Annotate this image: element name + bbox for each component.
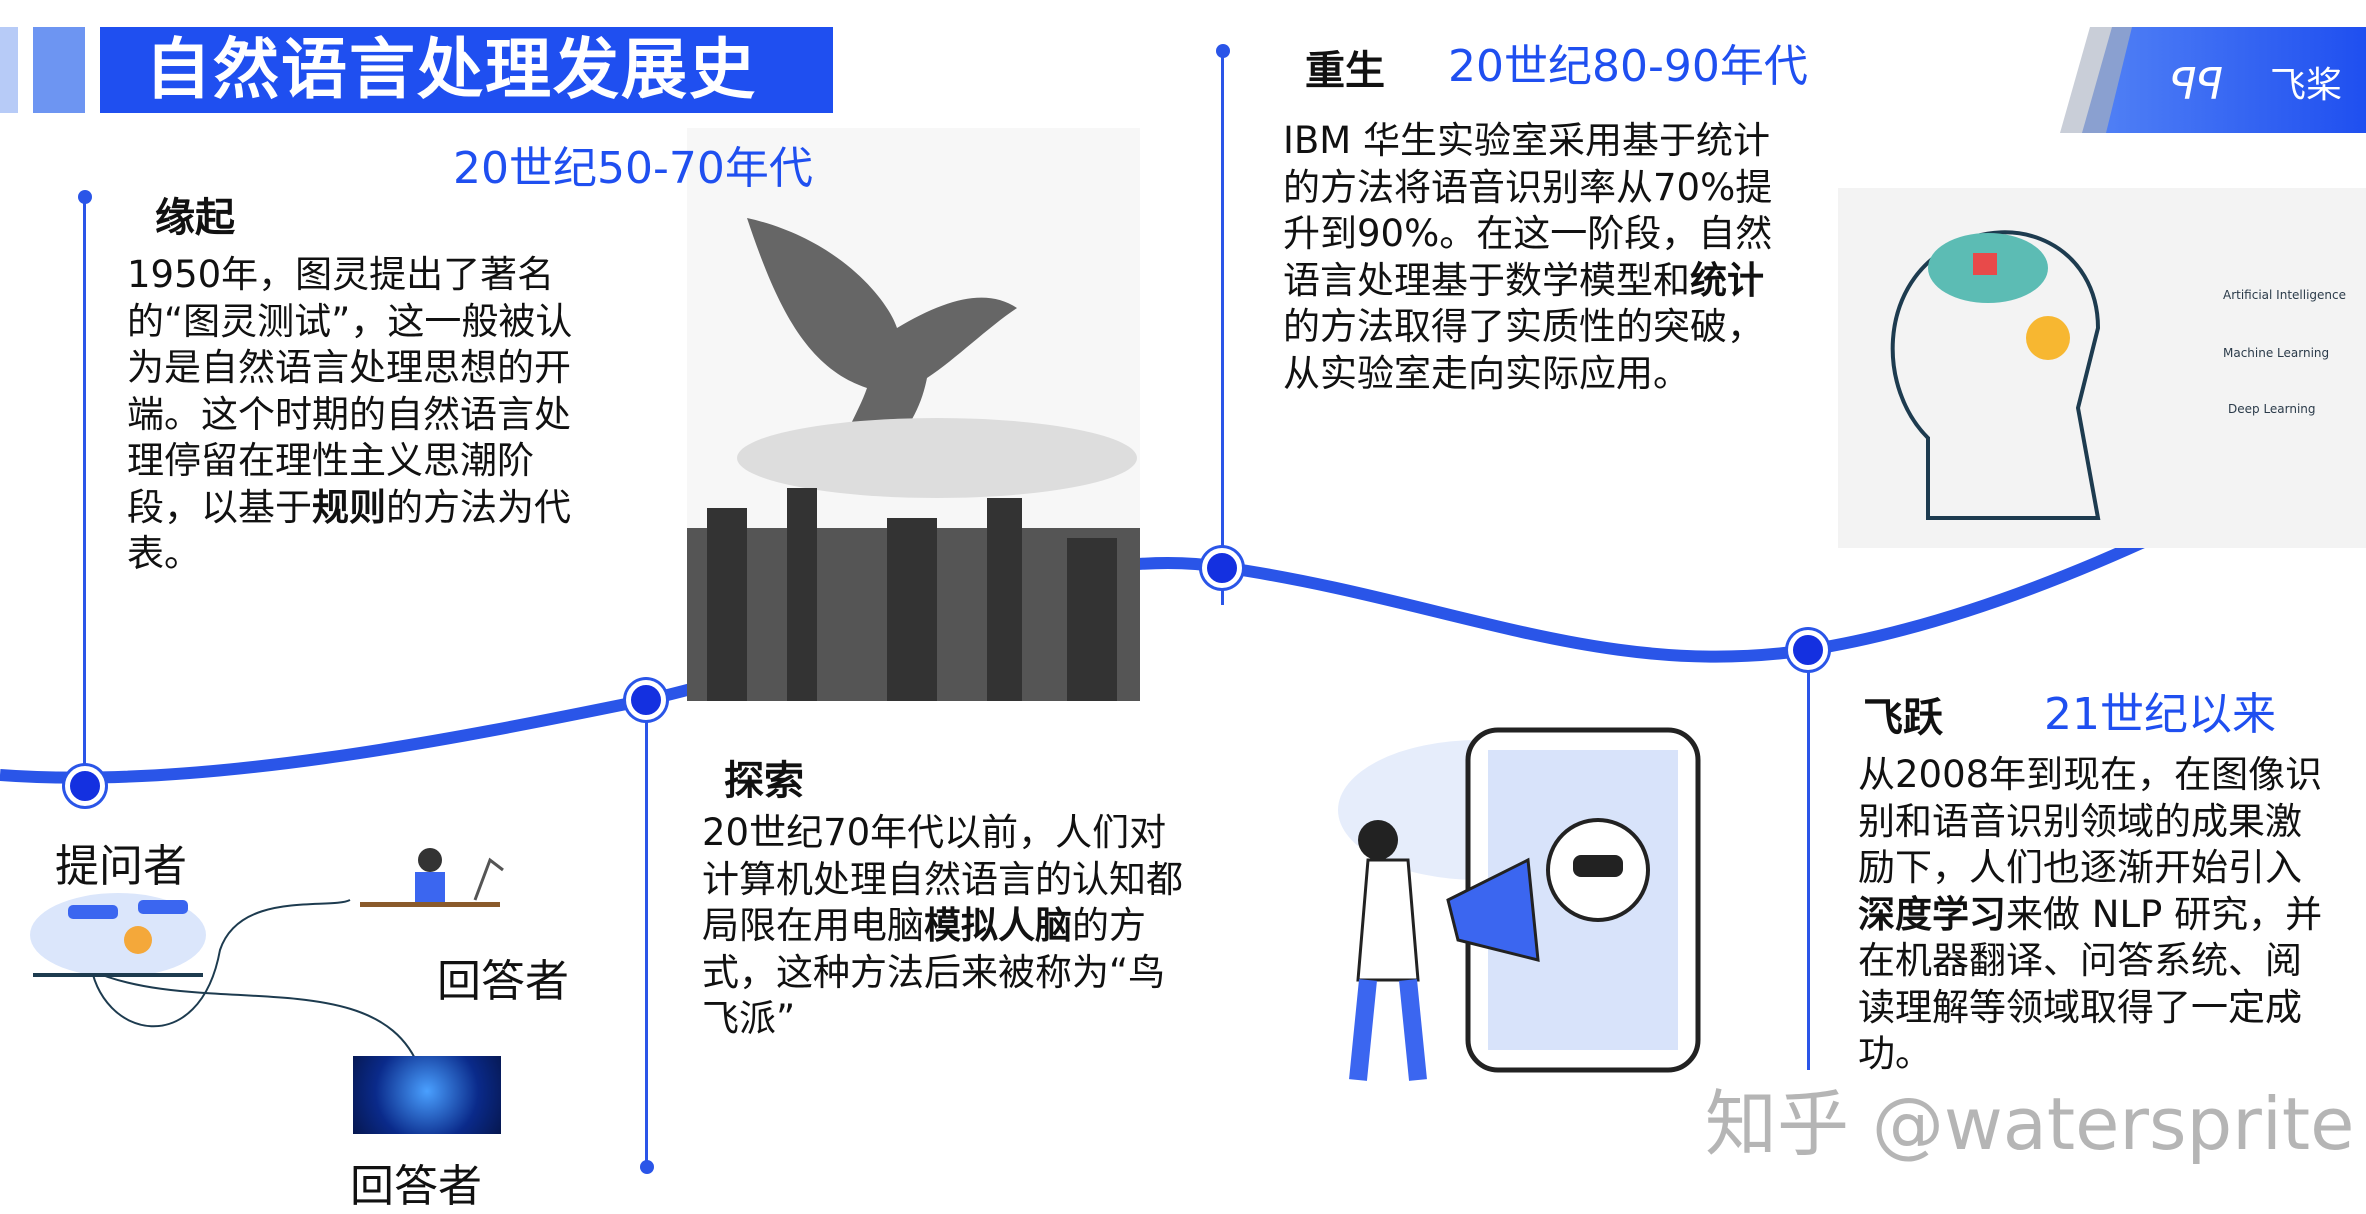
answerer-ai-illustration: [353, 1056, 501, 1134]
stem-dot: [640, 1160, 654, 1174]
period-label: 20世纪50-70年代: [453, 143, 813, 194]
paddle-logo: ꟼꟼ 飞桨: [2060, 27, 2366, 133]
stage-description: IBM 华生实验室采用基于统计的方法将语音识别率从70%提升到90%。在这一阶段…: [1283, 119, 1773, 395]
bird-city-illustration: [687, 128, 1140, 701]
answerer-label: 回答者: [437, 956, 569, 1007]
svg-text:ꟼꟼ: ꟼꟼ: [2170, 59, 2223, 110]
timeline-stem: [1807, 650, 1810, 1070]
asker-illustration: [30, 893, 206, 977]
page-title: 自然语言处理发展史: [100, 27, 833, 113]
answerer-desk-illustration: [360, 848, 504, 907]
dl-label: Deep Learning: [2228, 402, 2316, 416]
period-label: 21世纪以来: [2044, 689, 2276, 740]
asker-label: 提问者: [55, 841, 187, 892]
stem-dot: [1216, 44, 1230, 58]
title-accent-bar: [33, 27, 85, 113]
stage-heading: 缘起: [155, 195, 235, 241]
stage-heading: 探索: [724, 758, 804, 804]
stage-heading: 飞跃: [1863, 695, 1943, 741]
timeline-stem: [83, 196, 86, 786]
logo-text: 飞桨: [2270, 65, 2342, 106]
ai-label: Artificial Intelligence: [2223, 288, 2346, 302]
stage-description: 1950年，图灵提出了著名的“图灵测试”，这一般被认为是自然语言处理思想的开端。…: [127, 253, 573, 575]
stage-heading: 重生: [1305, 48, 1385, 94]
timeline-stem: [1221, 50, 1224, 605]
ai-head-illustration: Artificial Intelligence Machine Learning…: [1838, 188, 2366, 548]
title-accent-bar: [0, 27, 18, 113]
timeline-node-explore[interactable]: [626, 680, 666, 720]
stage-description: 从2008年到现在，在图像识别和语音识别领域的成果激励下，人们也逐渐开始引入深度…: [1858, 753, 2323, 1075]
ml-label: Machine Learning: [2223, 346, 2330, 360]
qa-connector-lines: [89, 899, 421, 1071]
stage-description: 20世纪70年代以前，人们对计算机处理自然语言的认知都局限在用电脑模拟人脑的方式…: [702, 811, 1183, 1040]
period-label: 20世纪80-90年代: [1448, 41, 1808, 92]
answerer-label: 回答者: [350, 1161, 482, 1212]
megaphone-robot-illustration: [1338, 727, 1701, 1081]
timeline-node-rebirth[interactable]: [1202, 548, 1242, 588]
watermark: 知乎 @watersprite: [1705, 1082, 2355, 1166]
timeline-node-leap[interactable]: [1788, 630, 1828, 670]
timeline-stem: [645, 700, 648, 1170]
stem-dot: [78, 190, 92, 204]
timeline-node-origin[interactable]: [65, 766, 105, 806]
